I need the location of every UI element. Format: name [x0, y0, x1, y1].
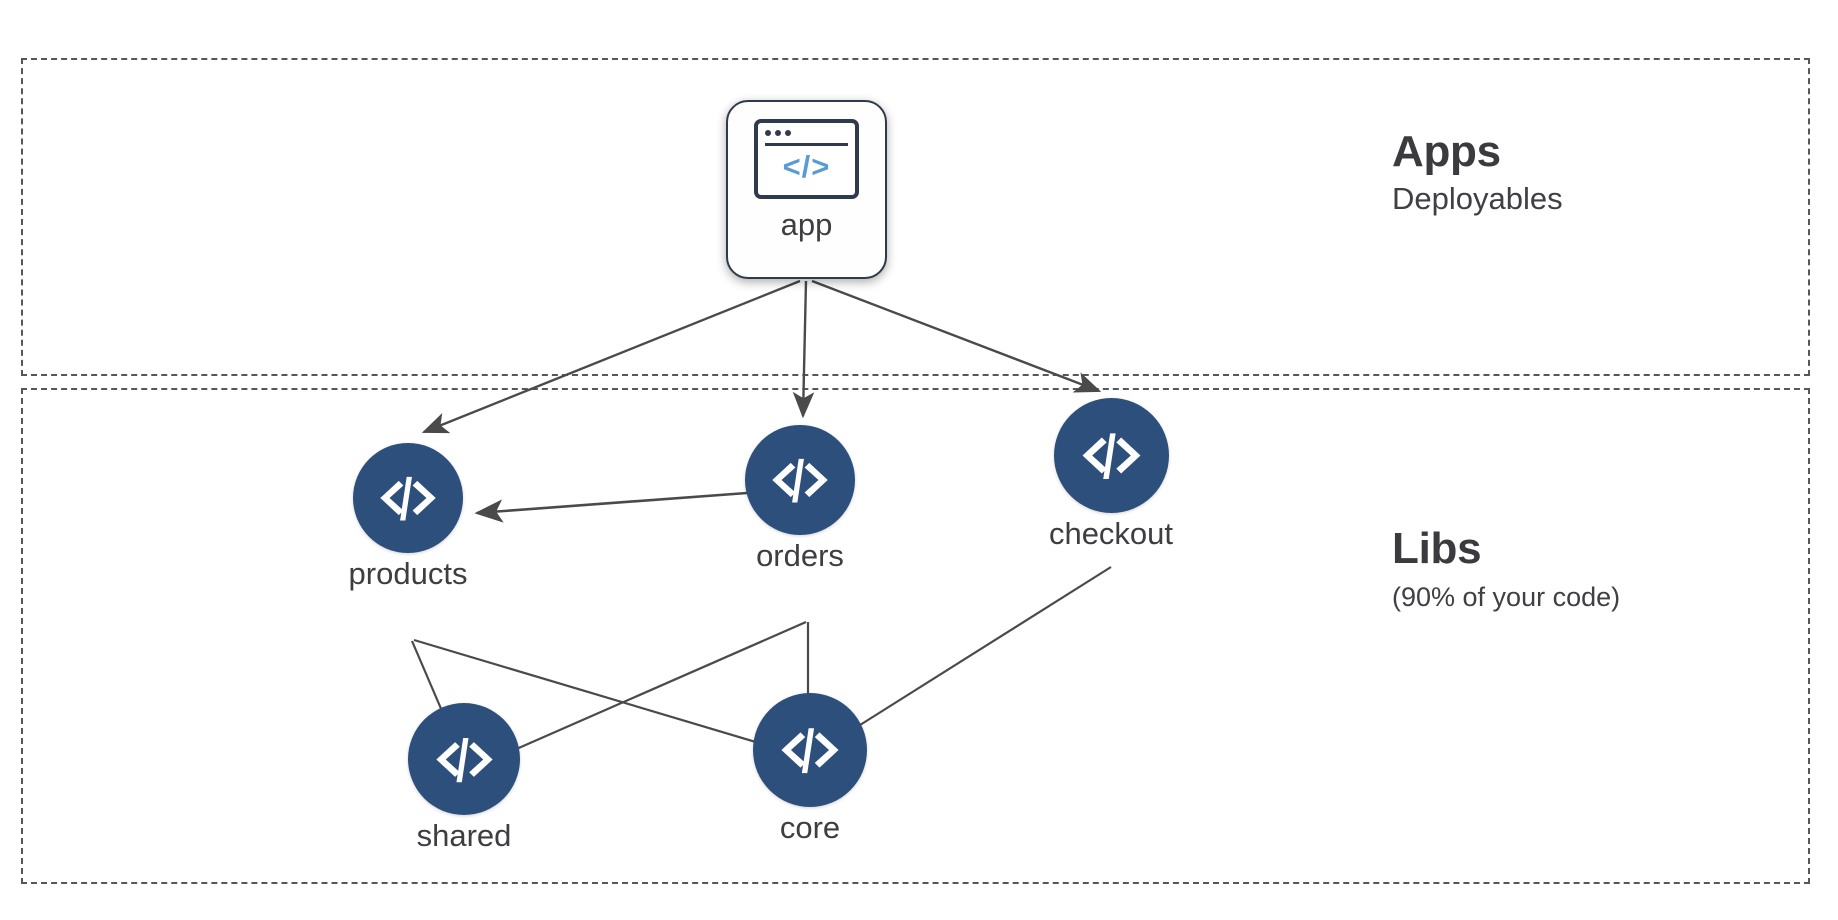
node-orders[interactable]: orders — [680, 425, 920, 573]
zone-libs-title: Libs — [1392, 524, 1482, 573]
node-app-label: app — [780, 207, 833, 242]
code-brackets-icon — [1053, 398, 1169, 513]
node-products-label: products — [348, 556, 468, 591]
zone-apps-title: Apps — [1392, 127, 1501, 176]
node-shared-label: shared — [416, 818, 512, 853]
code-brackets-glyph: </> — [782, 149, 831, 184]
node-shared[interactable]: shared — [344, 703, 584, 853]
zone-caption-libs: Libs (90% of your code) — [1392, 524, 1620, 613]
zone-apps — [21, 58, 1810, 376]
code-brackets-icon — [408, 703, 520, 815]
code-brackets-icon — [745, 425, 855, 535]
code-brackets-icon — [753, 693, 867, 807]
node-core-label: core — [779, 810, 841, 845]
node-core[interactable]: core — [690, 693, 930, 845]
node-checkout-label: checkout — [1048, 516, 1174, 551]
code-brackets-icon — [353, 443, 463, 553]
window-title-bar — [765, 143, 848, 146]
zone-caption-apps: Apps Deployables — [1392, 127, 1563, 217]
node-checkout[interactable]: checkout — [991, 398, 1231, 551]
node-orders-label: orders — [756, 538, 844, 573]
zone-libs-subtitle: (90% of your code) — [1392, 582, 1621, 613]
browser-window-code-icon: </> — [754, 119, 859, 199]
node-products[interactable]: products — [288, 443, 528, 591]
node-app[interactable]: </> app — [726, 100, 887, 279]
zone-apps-subtitle: Deployables — [1392, 181, 1563, 217]
window-dots-icon — [765, 130, 791, 136]
